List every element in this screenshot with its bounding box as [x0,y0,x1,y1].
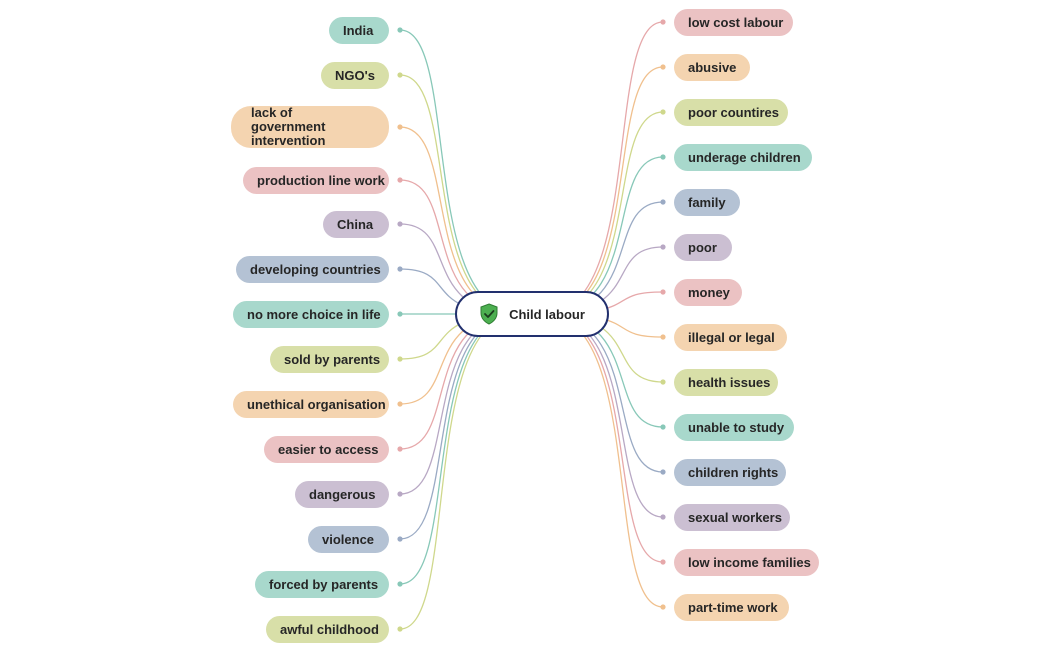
left-topic-3[interactable]: production line work [243,166,389,194]
right-connector-dot-3 [660,154,666,160]
left-connector-2 [399,126,521,315]
right-topic-label: money [688,284,730,300]
left-topic-0[interactable]: India [329,16,389,44]
left-topic-label: sold by parents [284,351,381,367]
right-connector-dot-2 [660,109,666,115]
left-topic-6[interactable]: no more choice in life [233,300,389,328]
left-topic-5[interactable]: developing countries [236,255,389,283]
right-topic-4[interactable]: family [674,188,740,216]
right-connector-dot-5 [660,244,666,250]
central-topic[interactable]: Child labour [455,291,609,337]
left-connector-dot-11 [397,536,403,542]
left-connector-10 [399,313,521,495]
right-connector-dot-4 [660,199,666,205]
left-topic-label: awful childhood [280,621,379,637]
right-topic-label: health issues [688,374,771,390]
right-topic-label: poor countires [688,104,780,120]
left-connector-dot-12 [397,581,403,587]
right-connector-11 [543,313,664,518]
right-topic-label: family [688,194,726,210]
left-connector-dot-3 [397,177,403,183]
right-topic-3[interactable]: underage children [674,143,812,171]
right-connector-dot-8 [660,379,666,385]
left-connector-11 [399,313,521,540]
right-connector-dot-7 [660,334,666,340]
left-topic-label: production line work [257,172,385,188]
right-topic-label: abusive [688,59,737,75]
left-topic-8[interactable]: unethical organisation [233,390,389,418]
right-topic-label: children rights [688,464,779,480]
left-topic-label: unethical organisation [247,396,386,412]
left-topic-label: lack of government intervention [251,105,326,148]
left-topic-label: India [343,22,374,38]
central-topic-label: Child labour [509,306,585,322]
left-topic-label: dangerous [309,486,376,502]
right-topic-2[interactable]: poor countires [674,98,788,126]
left-topic-10[interactable]: dangerous [295,480,389,508]
left-connector-dot-6 [397,311,403,317]
left-connector-dot-13 [397,626,403,632]
right-topic-5[interactable]: poor [674,233,732,261]
right-topic-label: illegal or legal [688,329,775,345]
right-topic-8[interactable]: health issues [674,368,778,396]
right-topic-label: unable to study [688,419,785,435]
right-connector-1 [543,66,664,315]
left-connector-1 [399,74,521,315]
right-topic-label: sexual workers [688,509,782,525]
left-topic-11[interactable]: violence [308,525,389,553]
right-connector-dot-12 [660,559,666,565]
right-connector-dot-10 [660,469,666,475]
right-topic-label: underage children [688,149,801,165]
right-connector-dot-13 [660,604,666,610]
right-topic-0[interactable]: low cost labour [674,8,793,36]
left-topic-label: NGO's [335,67,375,83]
left-topic-label: no more choice in life [247,306,381,322]
right-connector-dot-1 [660,64,666,70]
right-connector-10 [543,313,664,473]
left-topic-label: easier to access [278,441,379,457]
left-connector-dot-1 [397,72,403,78]
right-connector-dot-6 [660,289,666,295]
right-topic-label: low income families [688,554,811,570]
left-topic-label: China [337,216,374,232]
right-topic-label: low cost labour [688,14,784,30]
right-connector-12 [543,313,664,563]
left-connector-dot-2 [397,124,403,130]
left-connector-dot-10 [397,491,403,497]
left-topic-9[interactable]: easier to access [264,435,389,463]
left-topic-13[interactable]: awful childhood [266,615,389,643]
right-connector-dot-11 [660,514,666,520]
left-topic-1[interactable]: NGO's [321,61,389,89]
right-topic-9[interactable]: unable to study [674,413,794,441]
left-connector-dot-9 [397,446,403,452]
left-connector-dot-8 [397,401,403,407]
left-topic-4[interactable]: China [323,210,389,238]
right-topic-12[interactable]: low income families [674,548,819,576]
right-topic-11[interactable]: sexual workers [674,503,790,531]
right-connector-dot-9 [660,424,666,430]
left-topic-label: violence [322,531,375,547]
right-topic-label: part-time work [688,599,778,615]
right-connector-dot-0 [660,19,666,25]
left-connector-dot-0 [397,27,403,33]
right-topic-7[interactable]: illegal or legal [674,323,787,351]
left-connector-dot-5 [397,266,403,272]
left-topic-2[interactable]: lack of government intervention [231,106,389,148]
left-topic-label: developing countries [250,261,381,277]
left-connector-13 [399,313,521,630]
left-connector-dot-7 [397,356,403,362]
left-topic-12[interactable]: forced by parents [255,570,389,598]
left-connector-dot-4 [397,221,403,227]
shield-check-icon [479,303,499,325]
left-topic-7[interactable]: sold by parents [270,345,389,373]
right-topic-label: poor [688,239,717,255]
right-topic-10[interactable]: children rights [674,458,786,486]
right-topic-13[interactable]: part-time work [674,593,789,621]
right-topic-1[interactable]: abusive [674,53,750,81]
right-connector-2 [543,111,664,315]
left-topic-label: forced by parents [269,576,379,592]
right-topic-6[interactable]: money [674,278,742,306]
